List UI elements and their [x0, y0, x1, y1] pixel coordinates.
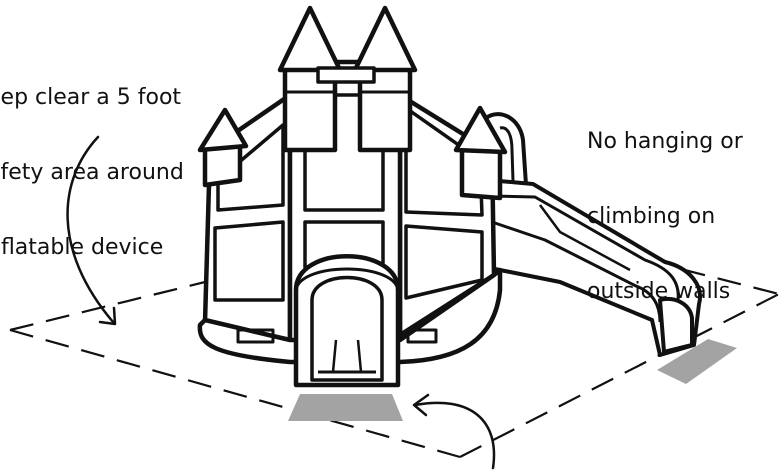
- entrance-mat-icon: [288, 394, 403, 421]
- caption-line: No hanging or: [587, 129, 743, 154]
- caption-line: nflatable device: [0, 235, 184, 260]
- caption-line: eep clear a 5 foot: [0, 85, 184, 110]
- caption-line: outside walls: [587, 279, 743, 304]
- castle-entrance: [296, 256, 398, 385]
- caption-line: climbing on: [587, 204, 743, 229]
- safety-area-caption: eep clear a 5 foot afety area around nfl…: [0, 35, 184, 310]
- curved-arrow-icon: [414, 395, 494, 468]
- caption-line: afety area around: [0, 160, 184, 185]
- no-climbing-caption: No hanging or climbing on outside walls: [587, 79, 743, 354]
